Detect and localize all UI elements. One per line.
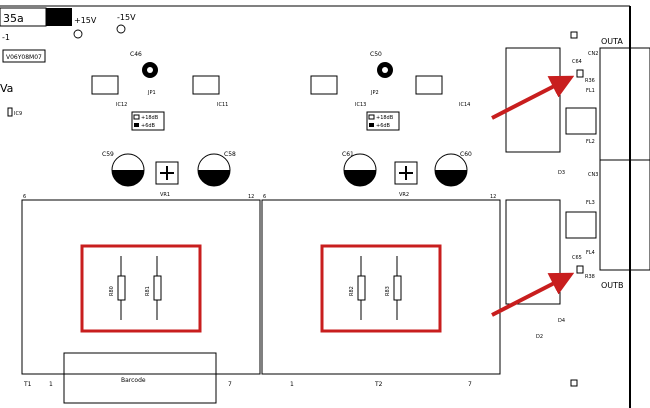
outb-label: OUTB bbox=[601, 281, 624, 290]
part-number-fill bbox=[46, 8, 72, 26]
ic13-body bbox=[310, 75, 338, 95]
board-code-box bbox=[2, 49, 46, 63]
fl3-label: FL3 bbox=[586, 200, 595, 206]
fragment-minus1: -1 bbox=[2, 33, 10, 42]
relay-b-body bbox=[505, 199, 561, 305]
outa-label: OUTA bbox=[601, 37, 623, 46]
highlight-box-right bbox=[320, 244, 442, 333]
ic14-label: IC14 bbox=[459, 102, 470, 108]
c65-label: C65 bbox=[572, 255, 582, 261]
cn3-label: CN3 bbox=[588, 172, 598, 178]
ic13-label: IC13 bbox=[355, 102, 366, 108]
d2-label: D2 bbox=[536, 334, 543, 340]
c59-label: C59 bbox=[102, 151, 114, 158]
t2-corner-left: 6 bbox=[263, 194, 266, 200]
fl1-label: FL1 bbox=[586, 88, 595, 94]
d3-label: D3 bbox=[558, 170, 565, 176]
c60-label: C60 bbox=[460, 151, 472, 158]
r36-pad bbox=[576, 69, 584, 78]
c64-label: C64 bbox=[572, 59, 582, 65]
pad-top-right bbox=[570, 31, 578, 39]
ic12-label: IC12 bbox=[116, 102, 127, 108]
c46-label: C46 bbox=[130, 51, 142, 58]
transformer-t1-outline bbox=[21, 199, 261, 375]
ic12-body bbox=[91, 75, 119, 95]
ic11-label: IC11 bbox=[217, 102, 228, 108]
ic11-body bbox=[192, 75, 220, 95]
barcode-label: Barcode bbox=[121, 377, 146, 384]
t1-pin-right: 7 bbox=[228, 381, 232, 388]
gain-selector-right bbox=[366, 111, 400, 131]
fragment-va: Va bbox=[0, 82, 13, 95]
r83-body bbox=[393, 275, 402, 301]
part-number-fragment: 35a bbox=[3, 12, 24, 25]
relay-a-body bbox=[505, 47, 561, 153]
t2-pin-left: 1 bbox=[290, 381, 294, 388]
vr2-label: VR2 bbox=[399, 192, 409, 198]
c58-label: C58 bbox=[224, 151, 236, 158]
ic9-label: IC9 bbox=[14, 111, 22, 117]
supply-pos-pad bbox=[73, 29, 83, 39]
t2-name: T2 bbox=[374, 381, 383, 388]
t1-corner-right: 12 bbox=[248, 194, 254, 200]
supply-neg-pad bbox=[116, 24, 126, 34]
connector-outa-body bbox=[599, 47, 650, 161]
vr1-label: VR1 bbox=[160, 192, 170, 198]
t2-corner-right: 12 bbox=[490, 194, 496, 200]
board-code: V06Y08M07 bbox=[6, 54, 42, 61]
t1-pin-left: 1 bbox=[49, 381, 53, 388]
connector-outb-body bbox=[599, 159, 650, 271]
r82-label: R82 bbox=[349, 286, 355, 296]
gain-right-6db: +6dB bbox=[376, 123, 391, 129]
ic9-pad bbox=[7, 107, 13, 117]
pad-bottom-right bbox=[570, 379, 578, 387]
fl4-label: FL4 bbox=[586, 250, 595, 256]
vr2-body bbox=[394, 161, 418, 185]
cn2-label: CN2 bbox=[588, 51, 598, 57]
gain-left-18db: +18dB bbox=[141, 115, 159, 121]
r36-label: R36 bbox=[585, 78, 595, 84]
r80-label: R80 bbox=[109, 286, 115, 296]
r80-body bbox=[117, 275, 126, 301]
t1-corner-left: 6 bbox=[23, 194, 26, 200]
supply-positive-label: +15V bbox=[74, 16, 97, 25]
r81-body bbox=[153, 275, 162, 301]
r38-label: R38 bbox=[585, 274, 595, 280]
vr1-body bbox=[155, 161, 179, 185]
t2-pin-right: 7 bbox=[468, 381, 472, 388]
barcode-box bbox=[63, 352, 217, 404]
t1-name: T1 bbox=[23, 381, 32, 388]
gain-right-18db: +18dB bbox=[376, 115, 394, 121]
arrow-to-r36 bbox=[491, 75, 575, 120]
d4-label: D4 bbox=[558, 318, 565, 324]
gain-left-6db: +6dB bbox=[141, 123, 156, 129]
jp1-label: JP1 bbox=[147, 90, 156, 96]
jp2-label: JP2 bbox=[370, 90, 379, 96]
ic14-body bbox=[415, 75, 443, 95]
fl1-2-body bbox=[565, 107, 597, 135]
fl2-label: FL2 bbox=[586, 139, 595, 145]
arrow-to-r38 bbox=[491, 272, 575, 317]
r83-label: R83 bbox=[385, 286, 391, 296]
r81-label: R81 bbox=[145, 286, 151, 296]
c50-label: C50 bbox=[370, 51, 382, 58]
r38-pad bbox=[576, 265, 584, 274]
fl3-4-body bbox=[565, 211, 597, 239]
c61-label: C61 bbox=[342, 151, 354, 158]
r82-body bbox=[357, 275, 366, 301]
gain-selector-left bbox=[131, 111, 165, 131]
transformer-t2-outline bbox=[261, 199, 501, 375]
supply-negative-label: -15V bbox=[117, 13, 136, 22]
highlight-box-left bbox=[80, 244, 202, 333]
